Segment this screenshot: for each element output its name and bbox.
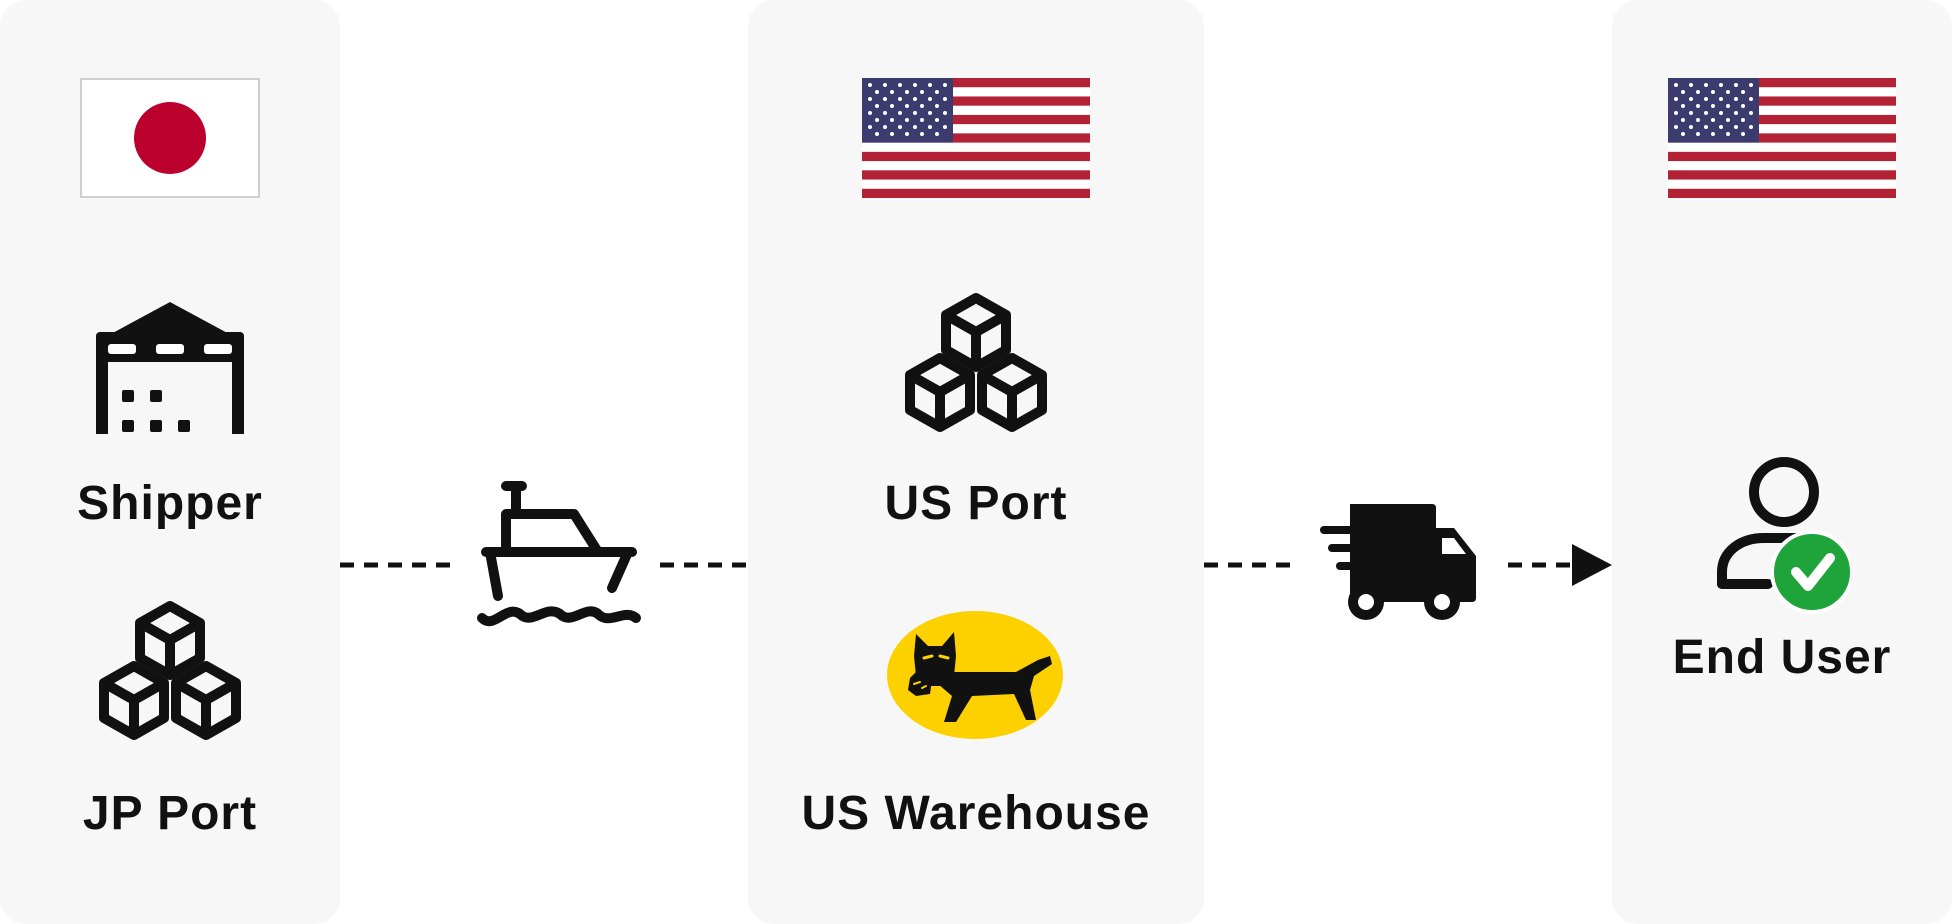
connector-line xyxy=(660,560,750,570)
jp-port-label: JP Port xyxy=(82,787,258,840)
us-flag xyxy=(862,78,1090,198)
us-port-label: US Port xyxy=(884,477,1068,530)
us-warehouse-label: US Warehouse xyxy=(801,787,1151,840)
end-user-label: End User xyxy=(1672,631,1892,684)
ship-icon xyxy=(476,480,642,630)
japan-flag xyxy=(80,78,260,198)
warehouse-icon xyxy=(92,298,248,438)
boxes-icon xyxy=(94,600,246,752)
shipper-label: Shipper xyxy=(77,477,263,530)
boxes-icon xyxy=(900,292,1052,444)
connector-line xyxy=(340,560,450,570)
delivery-truck-icon xyxy=(1316,498,1480,626)
us-flag xyxy=(1668,78,1896,198)
connector-arrow xyxy=(1508,540,1614,590)
connector-line xyxy=(1204,560,1300,570)
user-check-icon xyxy=(1712,454,1850,614)
cat-logo xyxy=(886,610,1064,740)
